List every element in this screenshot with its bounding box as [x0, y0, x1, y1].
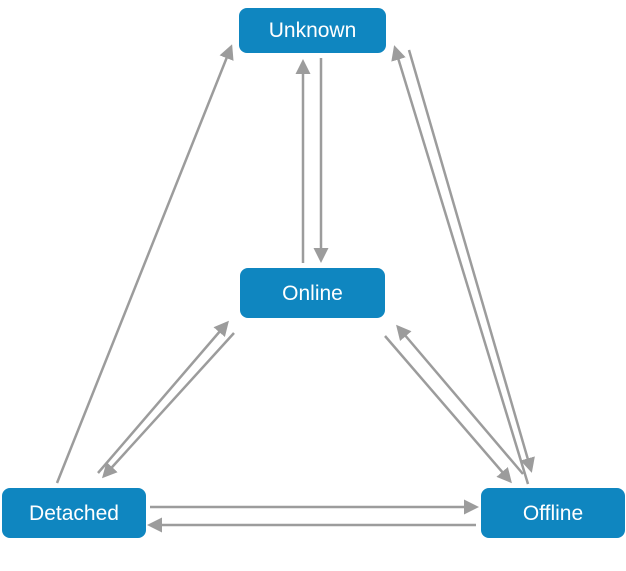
- state-node-offline: Offline: [481, 488, 625, 538]
- edge-online-to-offline: [384, 335, 512, 484]
- state-node-detached: Detached: [2, 488, 146, 538]
- edge-unknown-to-offline: [407, 49, 535, 473]
- edge-offline-to-unknown: [391, 45, 530, 485]
- edge-detached-to-online: [97, 320, 229, 474]
- edge-offline-to-online: [396, 324, 524, 475]
- edge-detached-to-unknown: [55, 44, 234, 484]
- edge-online-to-detached: [101, 332, 235, 479]
- state-node-online: Online: [240, 268, 385, 318]
- state-node-unknown: Unknown: [239, 8, 386, 53]
